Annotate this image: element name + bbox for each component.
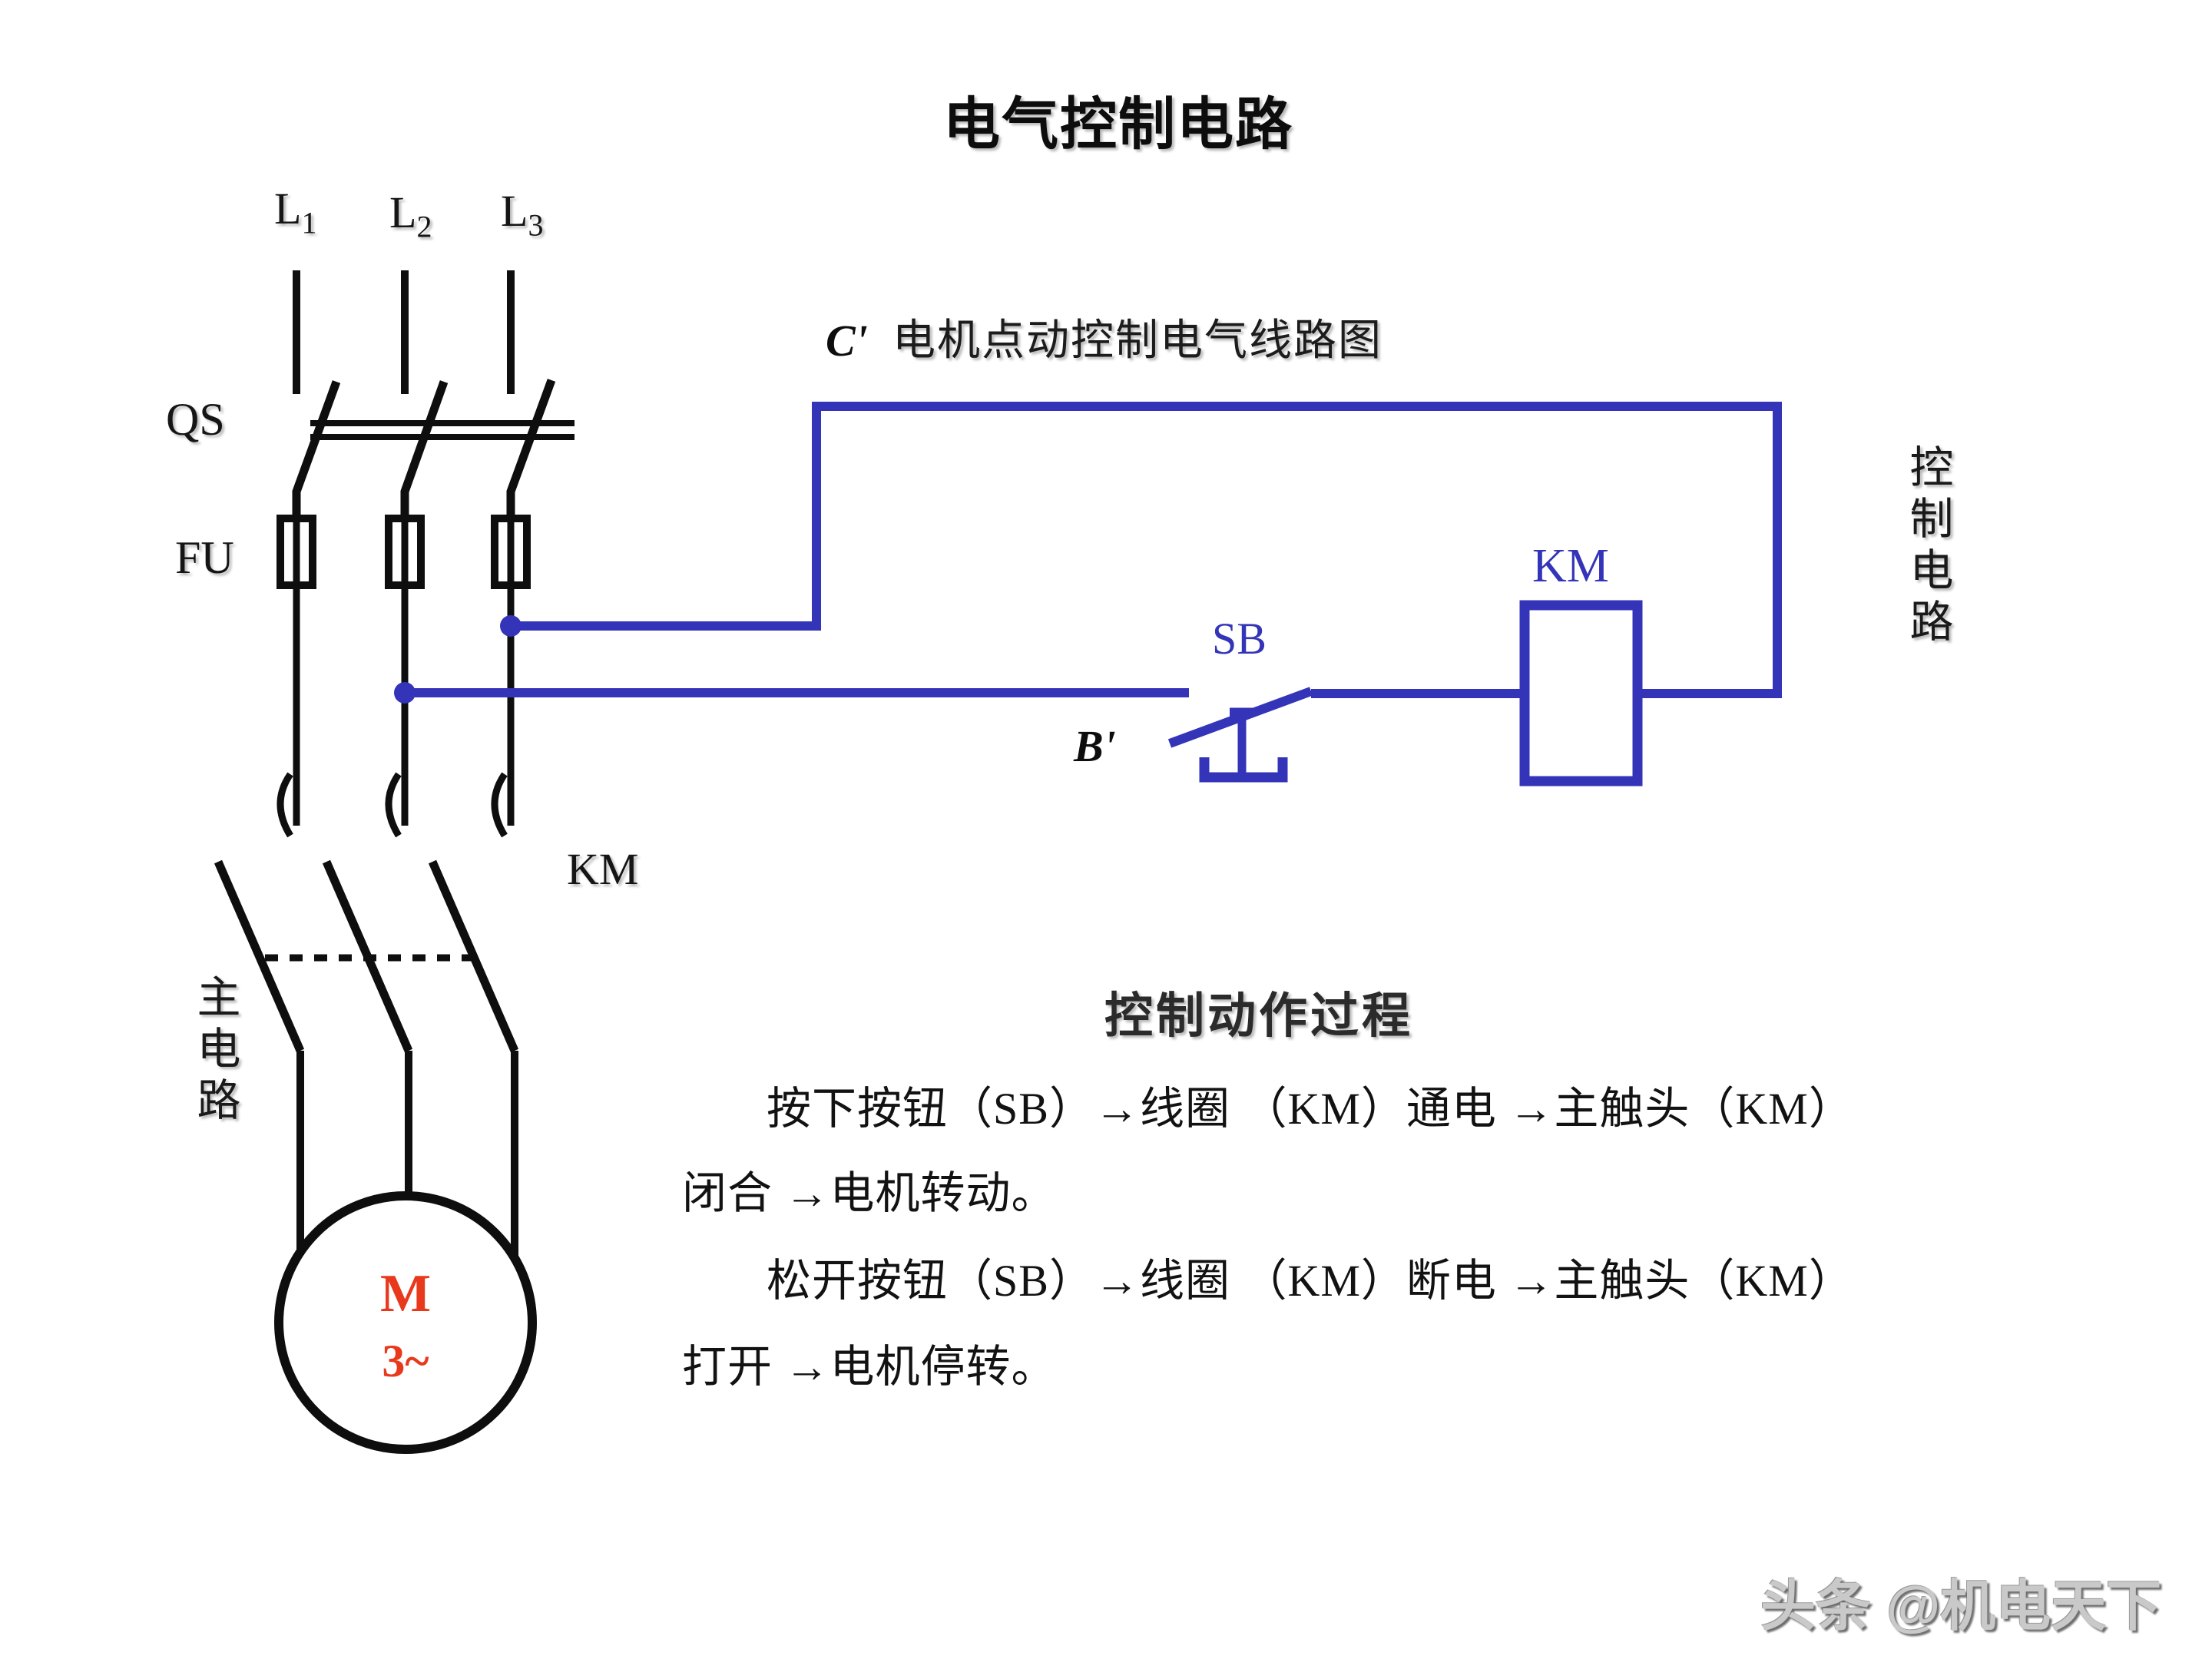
process-heading: 控制动作过程	[1104, 989, 1413, 1043]
km-coil-label: KM	[1532, 540, 1609, 592]
sb-label: SB	[1212, 614, 1267, 664]
process-line-1: 按下按钮（SB）→线圈 （KM）通电 →主触头（KM）	[767, 1084, 1854, 1134]
control-circuit-label: 控制电路	[1903, 444, 1952, 650]
qs-label: QS	[166, 394, 225, 445]
node-b-label: B'	[1074, 721, 1116, 771]
process-line-2: 闭合 →电机转动。	[682, 1168, 1057, 1218]
process-line-3: 松开按钮（SB）→线圈 （KM）断电 →主触头（KM）	[767, 1256, 1854, 1306]
main-circuit-label: 主电路	[190, 974, 239, 1128]
motor-leads	[296, 1051, 518, 1261]
node-c-label: C'	[826, 316, 868, 366]
page-title: 电气控制电路	[943, 92, 1293, 156]
fu-fuses	[276, 515, 531, 826]
motor-phase-label: 3~	[382, 1336, 429, 1386]
sb-pushbutton-symbol	[1167, 687, 1313, 783]
phase-label-l1: L1	[274, 184, 317, 240]
control-diagram-caption: 电机点动控制电气线路图	[892, 316, 1382, 364]
control-loop-wire	[405, 402, 1782, 698]
qs-disconnect-switch	[292, 379, 575, 522]
fu-label: FU	[175, 532, 234, 583]
junction-dot-c	[500, 615, 522, 637]
watermark: 头条 @机电天下	[1760, 1576, 2162, 1637]
km-main-label: KM	[567, 844, 639, 894]
phase-feed-lines	[293, 270, 515, 394]
process-line-4: 打开 →电机停转。	[682, 1342, 1057, 1392]
junction-dots	[394, 615, 522, 704]
junction-dot-b	[394, 682, 416, 704]
phase-label-l3: L3	[501, 186, 544, 243]
motor-m-label: M	[379, 1264, 432, 1323]
phase-label-l2: L2	[389, 187, 432, 244]
motor-circle	[274, 1191, 537, 1454]
km-main-contacts	[214, 772, 519, 1053]
km-coil-symbol	[1519, 600, 1643, 786]
